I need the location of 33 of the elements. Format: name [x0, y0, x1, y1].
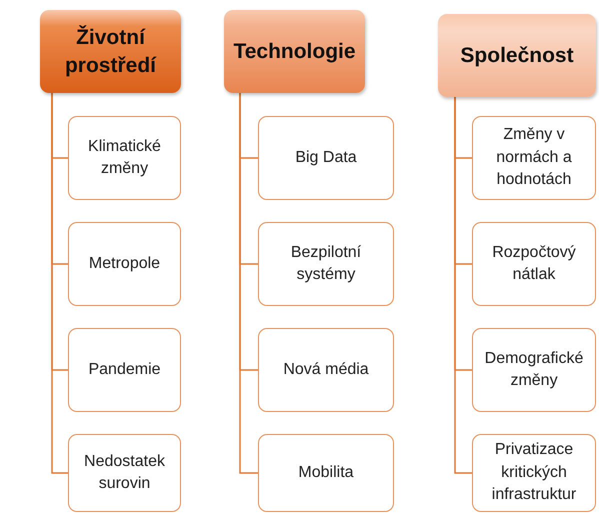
item-box	[258, 116, 394, 200]
item-box	[68, 434, 181, 512]
item-box	[68, 116, 181, 200]
connector-line	[51, 93, 68, 474]
category-title: Společnost	[460, 42, 574, 69]
item-label: Klimatické změny	[87, 136, 162, 179]
item-box	[472, 116, 596, 200]
category-title: Životní prostředí	[64, 24, 158, 78]
item-label: Nedostatek surovin	[83, 452, 166, 494]
category-box	[224, 10, 365, 93]
item-label: Privatizace kritických infrastruktur	[490, 440, 578, 506]
item-label: Nová média	[283, 360, 369, 380]
item-label: Mobilita	[298, 462, 354, 483]
item-box	[68, 222, 181, 306]
item-box	[472, 434, 596, 512]
category-box	[438, 14, 596, 97]
item-label: Pandemie	[88, 360, 161, 380]
connector-line	[239, 93, 258, 474]
category-box	[40, 10, 181, 93]
item-label: Demografické změny	[484, 348, 584, 391]
item-box	[472, 222, 596, 306]
category-title: Technologie	[233, 38, 356, 65]
item-label: Big Data	[295, 148, 357, 168]
item-box	[258, 434, 394, 512]
item-box	[68, 328, 181, 412]
item-label: Metropole	[88, 254, 160, 274]
item-box	[472, 328, 596, 412]
item-box	[258, 222, 394, 306]
item-label: Změny v normách a hodnotách	[495, 125, 573, 190]
item-label: Bezpilotní systémy	[290, 242, 362, 285]
item-box	[258, 328, 394, 412]
connector-line	[454, 97, 472, 474]
item-label: Rozpočtový nátlak	[491, 242, 577, 285]
